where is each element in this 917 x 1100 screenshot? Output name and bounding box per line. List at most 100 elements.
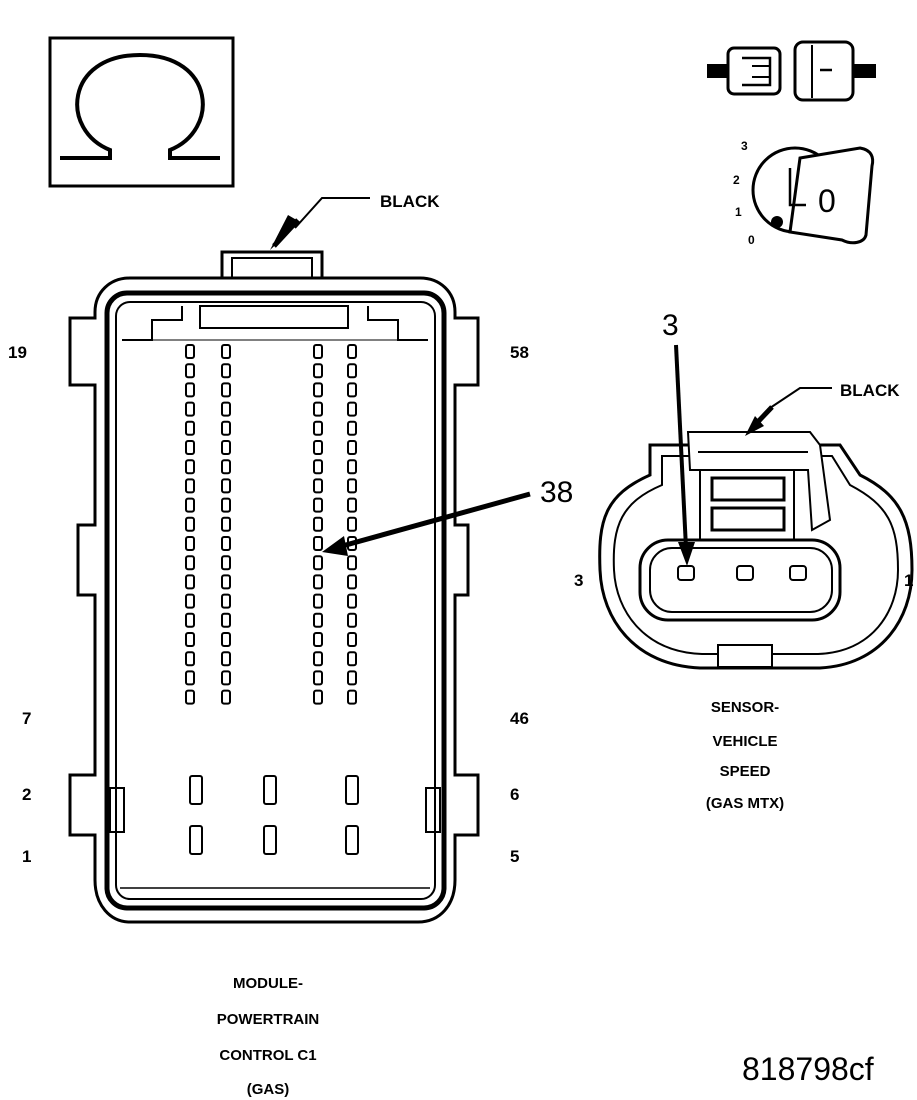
pin-label-2: 2	[22, 785, 31, 804]
pcm-power-pin	[189, 775, 203, 805]
pcm-signal-pin	[221, 612, 231, 628]
pcm-signal-pin	[221, 401, 231, 417]
pin-label-5: 5	[510, 847, 519, 866]
pcm-signal-pin	[221, 536, 231, 551]
pin-38-callout: 38	[322, 476, 573, 556]
pcm-signal-pin	[221, 497, 231, 513]
pcm-signal-pin	[221, 363, 231, 379]
vss-pin-label-right: 1	[904, 571, 913, 590]
pcm-signal-pin	[347, 382, 357, 398]
pcm-signal-pin	[185, 574, 195, 590]
pcm-caption-line-4: (GAS)	[247, 1081, 290, 1098]
pcm-signal-pin	[347, 497, 357, 513]
pcm-color-callout: BLACK	[270, 192, 440, 250]
pcm-signal-pin	[185, 670, 195, 686]
pcm-caption-line-3: CONTROL C1	[219, 1047, 316, 1064]
pcm-signal-pin	[185, 401, 195, 417]
pcm-power-pin	[263, 775, 277, 805]
pcm-signal-pin	[347, 516, 357, 532]
pcm-signal-pin	[221, 440, 231, 455]
pcm-signal-pin	[313, 632, 323, 647]
pcm-signal-pin	[313, 555, 323, 571]
pcm-signal-pin	[347, 651, 357, 667]
vss-color-callout: BLACK	[745, 381, 900, 436]
pcm-signal-pin	[313, 516, 323, 532]
pcm-signal-pin	[185, 516, 195, 532]
pcm-signal-pin	[347, 632, 357, 647]
pcm-signal-pin	[313, 612, 323, 628]
pcm-signal-pin	[347, 689, 357, 705]
pcm-signal-pin	[185, 632, 195, 647]
pcm-signal-pin	[313, 363, 323, 379]
vss-caption-line-2: VEHICLE	[712, 733, 777, 750]
pcm-caption: MODULE- POWERTRAIN CONTROL C1 (GAS)	[217, 975, 320, 1098]
pcm-signal-pin	[313, 689, 323, 705]
pcm-signal-pin	[347, 555, 357, 571]
pcm-signal-pin	[185, 497, 195, 513]
pcm-signal-pin	[347, 401, 357, 417]
pcm-signal-pin	[221, 574, 231, 590]
pin-label-7: 7	[22, 709, 31, 728]
pcm-signal-pin	[185, 555, 195, 571]
vss-caption: SENSOR- VEHICLE SPEED (GAS MTX)	[706, 699, 784, 812]
pin-label-46: 46	[510, 709, 529, 728]
pcm-signal-pin	[221, 670, 231, 686]
pcm-signal-pin	[221, 632, 231, 647]
ignition-position-3: 3	[741, 139, 748, 153]
ignition-position-1: 1	[735, 205, 742, 219]
vss-caption-line-3: SPEED	[720, 763, 771, 780]
pcm-power-pin	[189, 825, 203, 855]
pcm-signal-pin	[221, 689, 231, 705]
pcm-connector	[68, 250, 480, 924]
pcm-signal-pin	[313, 382, 323, 398]
pcm-signal-pin	[185, 593, 195, 609]
pcm-power-pin	[345, 825, 359, 855]
pcm-signal-pin	[221, 555, 231, 571]
pcm-signal-pin	[185, 459, 195, 475]
pcm-caption-line-2: POWERTRAIN	[217, 1011, 320, 1028]
pcm-signal-pin	[185, 536, 195, 551]
pcm-signal-pin	[185, 478, 195, 494]
connector-disconnect-icon	[707, 40, 876, 102]
callout-pin-38: 38	[540, 476, 573, 509]
pcm-signal-pin	[185, 363, 195, 379]
ignition-position-0: 0	[748, 233, 755, 247]
vss-connector	[598, 431, 914, 670]
pcm-signal-pin	[221, 651, 231, 667]
pcm-signal-pin	[221, 459, 231, 475]
vss-callout-pin: 3	[662, 309, 679, 342]
pcm-signal-pin	[347, 344, 357, 359]
pcm-signal-pin	[221, 420, 231, 436]
pcm-signal-pin	[313, 420, 323, 436]
ohm-icon	[48, 36, 235, 188]
pcm-signal-pin	[185, 689, 195, 705]
pcm-signal-pin	[347, 574, 357, 590]
pin-label-58: 58	[510, 343, 529, 362]
pcm-signal-pin	[347, 363, 357, 379]
pcm-caption-line-1: MODULE-	[233, 975, 303, 992]
pcm-signal-pin	[185, 344, 195, 359]
pcm-signal-pin	[221, 478, 231, 494]
vss-pin-label-left: 3	[574, 571, 583, 590]
pcm-signal-pin	[313, 478, 323, 494]
pcm-signal-pin	[185, 420, 195, 436]
ignition-key-icon: 3 2 1 0 0	[733, 139, 875, 247]
pin-label-19: 19	[8, 343, 27, 362]
pcm-signal-pin	[221, 344, 231, 359]
figure-id: 818798cf	[742, 1051, 874, 1087]
pcm-color-label: BLACK	[380, 192, 440, 211]
pcm-signal-pin	[185, 382, 195, 398]
pcm-signal-pin	[185, 612, 195, 628]
pcm-signal-pin	[313, 574, 323, 590]
pcm-signal-pin	[347, 670, 357, 686]
pin-label-1: 1	[22, 847, 31, 866]
pcm-signal-pin	[313, 670, 323, 686]
pcm-signal-pin	[347, 459, 357, 475]
pcm-signal-pin	[185, 651, 195, 667]
pcm-signal-pin	[221, 516, 231, 532]
pcm-signal-pin	[313, 459, 323, 475]
pcm-power-pin	[345, 775, 359, 805]
pcm-signal-pin	[313, 440, 323, 455]
vss-caption-line-4: (GAS MTX)	[706, 795, 784, 812]
